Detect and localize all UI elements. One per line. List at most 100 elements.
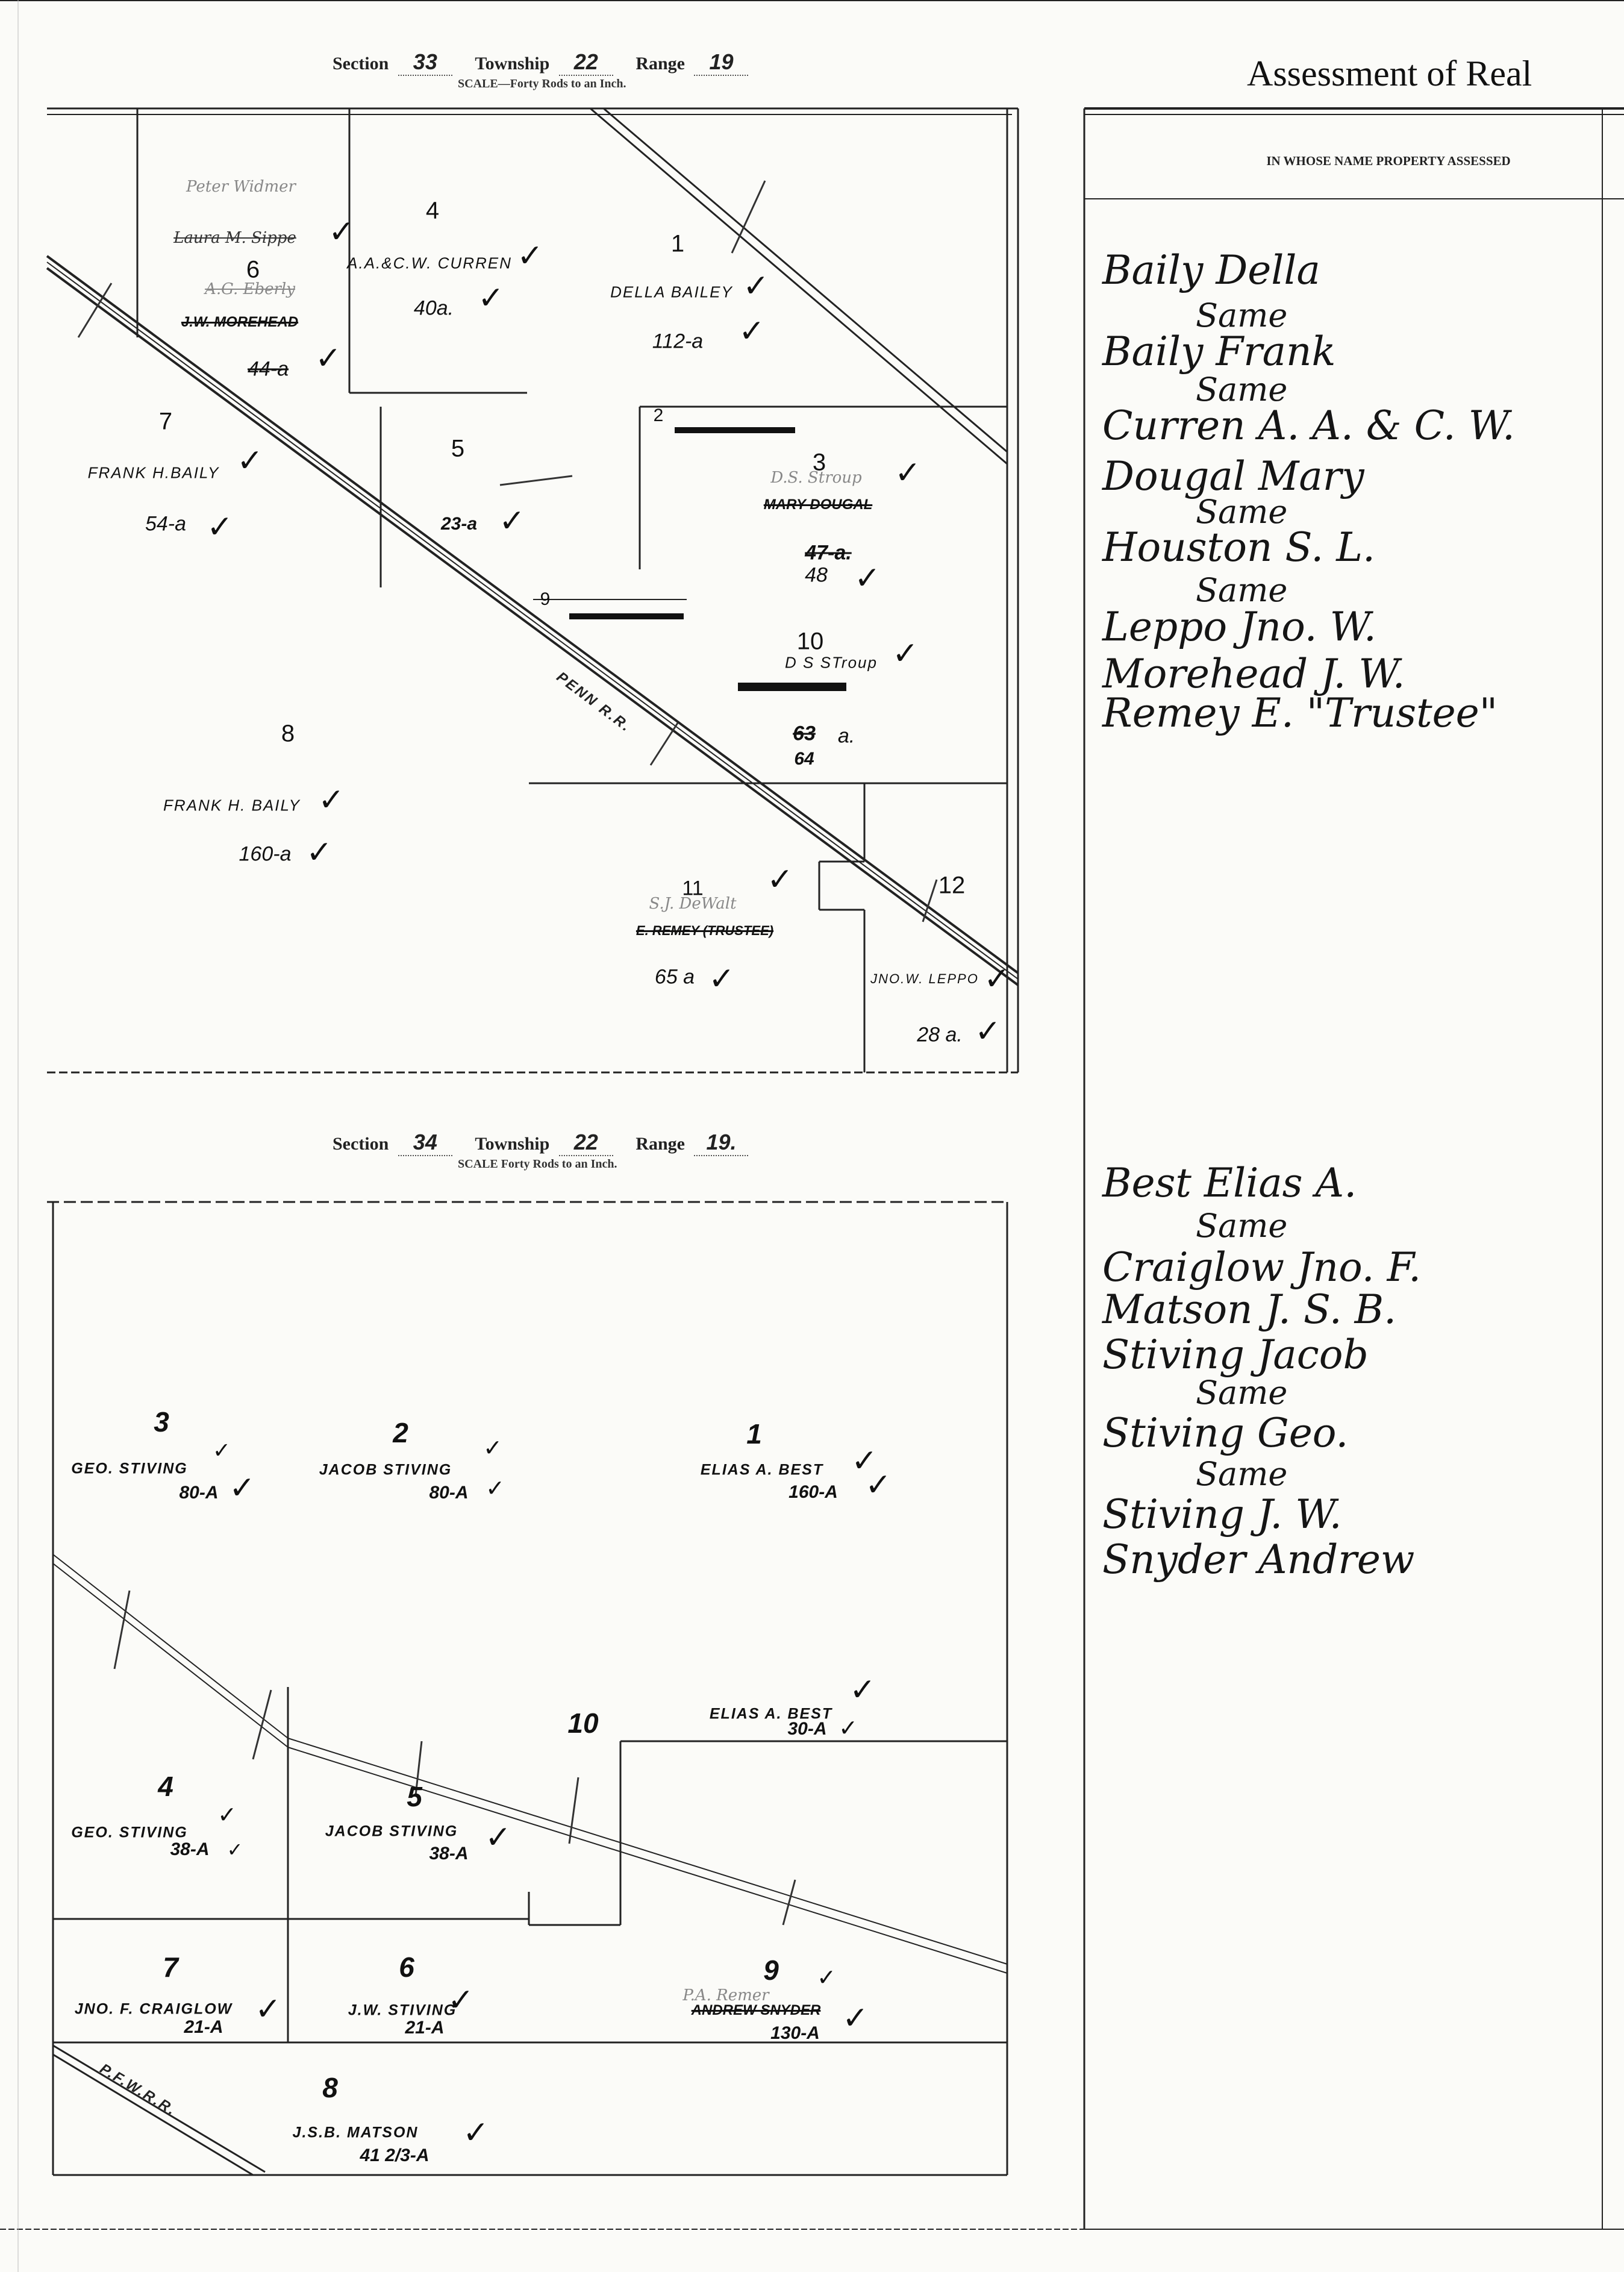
lot-9-owner-struck: ANDREW SNYDER <box>691 2002 821 2018</box>
township-number: 22 <box>558 49 613 76</box>
ledger-name: Morehead J. W. <box>1102 651 1405 697</box>
lot-9-note: P.A. Remer <box>682 1986 769 2004</box>
lot-2-owner: JACOB STIVING <box>319 1461 452 1479</box>
check-mark: ✓ <box>463 2115 489 2151</box>
lot-5-owner: JACOB STIVING <box>325 1823 458 1840</box>
check-mark: ✓ <box>842 2000 869 2036</box>
check-mark: ✓ <box>895 455 921 491</box>
check-mark: ✓ <box>865 1467 892 1503</box>
lot-11-owner-struck: E. REMEY (TRUSTEE) <box>636 923 774 938</box>
ledger-name: Best Elias A. <box>1102 1160 1357 1206</box>
check-mark: ✓ <box>975 1013 1001 1050</box>
lot-3-note: D.S. Stroup <box>770 469 862 487</box>
ledger-name: Houston S. L. <box>1102 524 1376 571</box>
lot-6-acres: 21-A <box>405 2018 445 2038</box>
lot-6-note-3: A.G. Eberly <box>205 280 295 298</box>
lot-9-struck-owner <box>569 613 684 619</box>
lot-3-owner: GEO. STIVING <box>71 1460 188 1477</box>
lot-4-number: 4 <box>158 1771 173 1802</box>
check-mark: ✓ <box>708 961 735 997</box>
lot-7-number: 7 <box>158 408 173 435</box>
lot-6-acres: 44-a <box>247 357 289 381</box>
lot-10-owner: D S STroup <box>785 653 878 672</box>
check-mark: ✓ <box>739 313 765 349</box>
check-mark: ✓ <box>483 1435 502 1461</box>
lot-4-acres: 38-A <box>170 1839 210 1859</box>
check-mark: ✓ <box>217 1801 237 1828</box>
township-label: Township <box>475 1134 550 1154</box>
lot-9-acres: 130-A <box>770 2023 820 2043</box>
lot-1-owner: DELLA BAILEY <box>610 283 733 301</box>
lot-10-number: 10 <box>567 1707 599 1739</box>
lot-1-number: 1 <box>746 1418 762 1450</box>
lot-10-acres-struck: 63 <box>793 722 816 745</box>
range-number: 19. <box>694 1130 749 1156</box>
township-number: 22 <box>558 1130 613 1156</box>
lot-2-acres: 80-A <box>429 1483 469 1503</box>
lot-7-number: 7 <box>163 1951 178 1983</box>
check-mark: ✓ <box>485 1820 511 1856</box>
ledger-name: Same <box>1196 571 1288 609</box>
lot-10-acres: 30-A <box>787 1719 827 1739</box>
lot-4-owner: GEO. STIVING <box>71 1824 188 1841</box>
check-mark: ✓ <box>255 1991 281 2027</box>
check-mark: ✓ <box>237 443 263 479</box>
check-mark: ✓ <box>229 1470 255 1506</box>
lot-8-owner: J.S.B. MATSON <box>292 2124 419 2141</box>
section-34-header: Section 34 Township 22 Range 19. <box>333 1130 749 1156</box>
lot-8-owner: FRANK H. BAILY <box>163 796 301 815</box>
lot-3-number: 3 <box>154 1406 169 1438</box>
ledger-title: Assessment of Real <box>1247 54 1532 93</box>
lot-8-number: 8 <box>281 720 295 747</box>
check-mark: ✓ <box>854 560 881 596</box>
check-mark: ✓ <box>486 1475 505 1501</box>
lot-7-acres: 21-A <box>184 2017 223 2037</box>
lot-6-owner-struck: J.W. MOREHEAD <box>181 314 299 330</box>
lot-8-acres: 41 2/3-A <box>360 2145 429 2165</box>
lot-6-number: 6 <box>399 1951 414 1983</box>
lot-8-acres: 160-a <box>239 842 292 866</box>
ledger-name: Same <box>1196 493 1288 531</box>
check-mark: ✓ <box>892 636 919 672</box>
lot-9-number: 9 <box>763 1954 779 1986</box>
lot-12-number: 12 <box>938 872 966 899</box>
ledger-name: Stiving Jacob <box>1102 1332 1369 1378</box>
check-mark: ✓ <box>448 1982 474 2018</box>
ledger-name: Craiglow Jno. F. <box>1102 1244 1422 1291</box>
section-label: Section <box>333 1134 389 1154</box>
ledger-name: Leppo Jno. W. <box>1102 604 1376 650</box>
lot-2-struck-owner <box>675 427 795 433</box>
lot-10-acres: 64 <box>794 749 814 769</box>
lot-5-number: 5 <box>407 1781 422 1812</box>
lot-10-number: 10 <box>796 628 824 655</box>
check-mark: ✓ <box>817 1964 836 1991</box>
lot-3-acres-struck: 47-a. <box>805 541 852 565</box>
lot-12-acres: 28 a. <box>917 1023 963 1047</box>
section-34-scale: SCALE Forty Rods to an Inch. <box>458 1157 617 1171</box>
lot-6-owner: J.W. STIVING <box>348 2001 457 2019</box>
lot-3-acres: 48 <box>805 563 828 587</box>
ledger-name: Snyder Andrew <box>1102 1536 1415 1583</box>
check-mark: ✓ <box>499 503 525 539</box>
check-mark: ✓ <box>517 238 543 274</box>
check-mark: ✓ <box>767 862 793 898</box>
check-mark: ✓ <box>328 214 355 250</box>
ledger-name: Stiving J. W. <box>1102 1491 1342 1538</box>
check-mark: ✓ <box>212 1438 231 1463</box>
lot-12-owner: JNO.W. LEPPO <box>870 971 979 986</box>
lot-8-number: 8 <box>322 2072 338 2103</box>
lot-5-acres: 38-A <box>429 1844 469 1864</box>
check-mark: ✓ <box>984 961 1010 997</box>
ledger-name: Stiving Geo. <box>1102 1410 1349 1456</box>
lot-1-acres: 112-a <box>652 330 704 353</box>
lot-1-number: 1 <box>670 230 685 257</box>
lot-10-struck-owner <box>738 683 846 691</box>
range-label: Range <box>636 1134 685 1154</box>
ledger-name: Matson J. S. B. <box>1102 1286 1397 1333</box>
lot-7-acres: 54-a <box>145 512 187 536</box>
ledger-name: Same <box>1196 1455 1288 1493</box>
ledger-name: Same <box>1196 371 1288 408</box>
lot-1-owner: ELIAS A. BEST <box>700 1461 824 1479</box>
lot-6-note-1: Peter Widmer <box>186 178 296 196</box>
